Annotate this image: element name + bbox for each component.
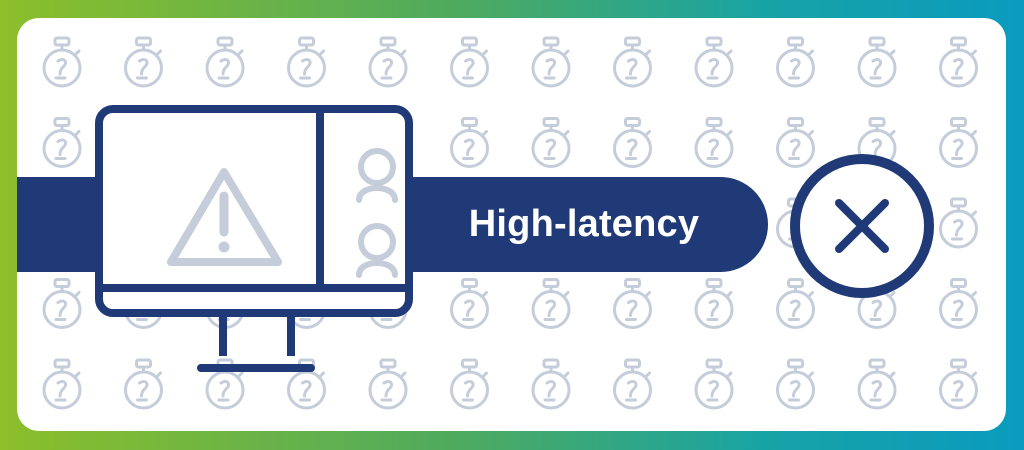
stopwatch-icon — [776, 36, 815, 88]
stopwatch-icon — [42, 358, 82, 410]
user-icon — [356, 223, 398, 278]
stopwatch-icon — [287, 36, 326, 88]
stopwatch-icon — [613, 358, 652, 410]
stopwatch-icon — [613, 278, 652, 329]
stopwatch-icon — [531, 358, 571, 410]
close-icon — [835, 199, 889, 253]
stopwatch-icon — [531, 278, 571, 329]
stopwatch-icon — [939, 358, 978, 410]
stopwatch-icon — [531, 36, 571, 88]
stopwatch-icon — [694, 117, 734, 168]
stopwatch-icon — [939, 36, 978, 88]
monitor-icon — [95, 105, 413, 372]
warning-triangle-icon — [167, 168, 282, 266]
stopwatch-icon — [694, 358, 734, 410]
stopwatch-icon — [450, 278, 489, 329]
stopwatch-icon — [205, 36, 245, 88]
stopwatch-icon — [939, 117, 978, 168]
stopwatch-icon — [694, 278, 734, 329]
stopwatch-icon — [613, 117, 652, 168]
stopwatch-icon — [450, 117, 489, 168]
stopwatch-icon — [368, 36, 408, 88]
stopwatch-icon — [776, 358, 815, 410]
stopwatch-icon — [450, 36, 489, 88]
user-icon — [356, 148, 398, 203]
stopwatch-icon — [42, 36, 82, 88]
card: High-latency — [17, 18, 1006, 431]
stopwatch-icon — [939, 197, 978, 249]
stopwatch-icon — [694, 36, 734, 88]
close-button[interactable] — [787, 151, 937, 301]
stopwatch-icon — [939, 278, 978, 329]
stopwatch-icon — [857, 36, 897, 88]
stopwatch-icon — [613, 36, 652, 88]
stopwatch-icon — [42, 278, 82, 329]
stopwatch-icon — [42, 117, 82, 168]
stopwatch-icon — [124, 36, 163, 88]
stopwatch-icon — [450, 358, 489, 410]
stopwatch-icon — [857, 358, 897, 410]
banner-label: High-latency — [468, 203, 700, 245]
stopwatch-icon — [531, 117, 571, 168]
